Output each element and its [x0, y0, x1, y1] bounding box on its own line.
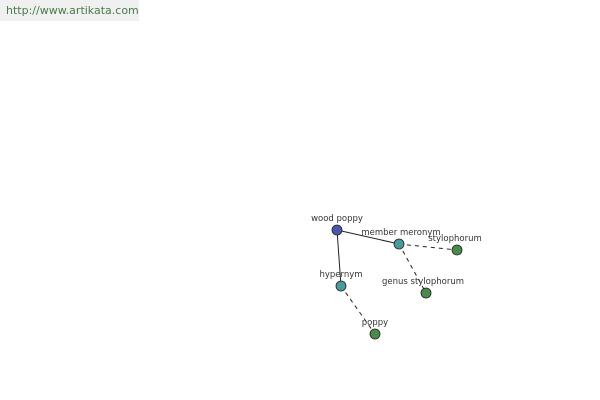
node-hypernym[interactable]: hypernym: [319, 270, 363, 292]
node-label-genus-stylophorum: genus stylophorum: [382, 277, 464, 287]
node-poppy[interactable]: poppy: [362, 318, 388, 340]
node-label-hypernym: hypernym: [319, 270, 362, 280]
edge-wood-poppy-to-hypernym: [336, 229, 342, 287]
graph-edges: [336, 229, 458, 335]
graph-nodes: wood poppy member meronym hypernym stylopho…: [311, 214, 482, 340]
edge-member-meronym-to-genus-stylophorum: [398, 243, 427, 294]
node-label-stylophorum: stylophorum: [428, 234, 482, 244]
edge-member-meronym-to-stylophorum: [398, 243, 458, 251]
node-member-meronym[interactable]: member meronym: [361, 228, 441, 250]
node-genus-stylophorum[interactable]: genus stylophorum: [382, 277, 464, 299]
node-dot-stylophorum[interactable]: [451, 244, 463, 256]
node-stylophorum[interactable]: stylophorum: [428, 234, 482, 256]
watermark-url: http://www.artikata.com: [0, 0, 139, 21]
node-dot-poppy[interactable]: [369, 328, 381, 340]
node-label-member-meronym: member meronym: [361, 228, 440, 238]
node-wood-poppy[interactable]: wood poppy: [311, 214, 363, 236]
node-label-poppy: poppy: [362, 318, 388, 328]
node-dot-genus-stylophorum[interactable]: [420, 287, 432, 299]
edge-wood-poppy-to-member-meronym: [336, 229, 400, 245]
edge-hypernym-to-poppy: [340, 285, 376, 335]
node-dot-hypernym[interactable]: [335, 280, 347, 292]
node-label-wood-poppy: wood poppy: [311, 214, 363, 224]
node-dot-member-meronym[interactable]: [393, 238, 405, 250]
node-dot-wood-poppy[interactable]: [331, 224, 343, 236]
